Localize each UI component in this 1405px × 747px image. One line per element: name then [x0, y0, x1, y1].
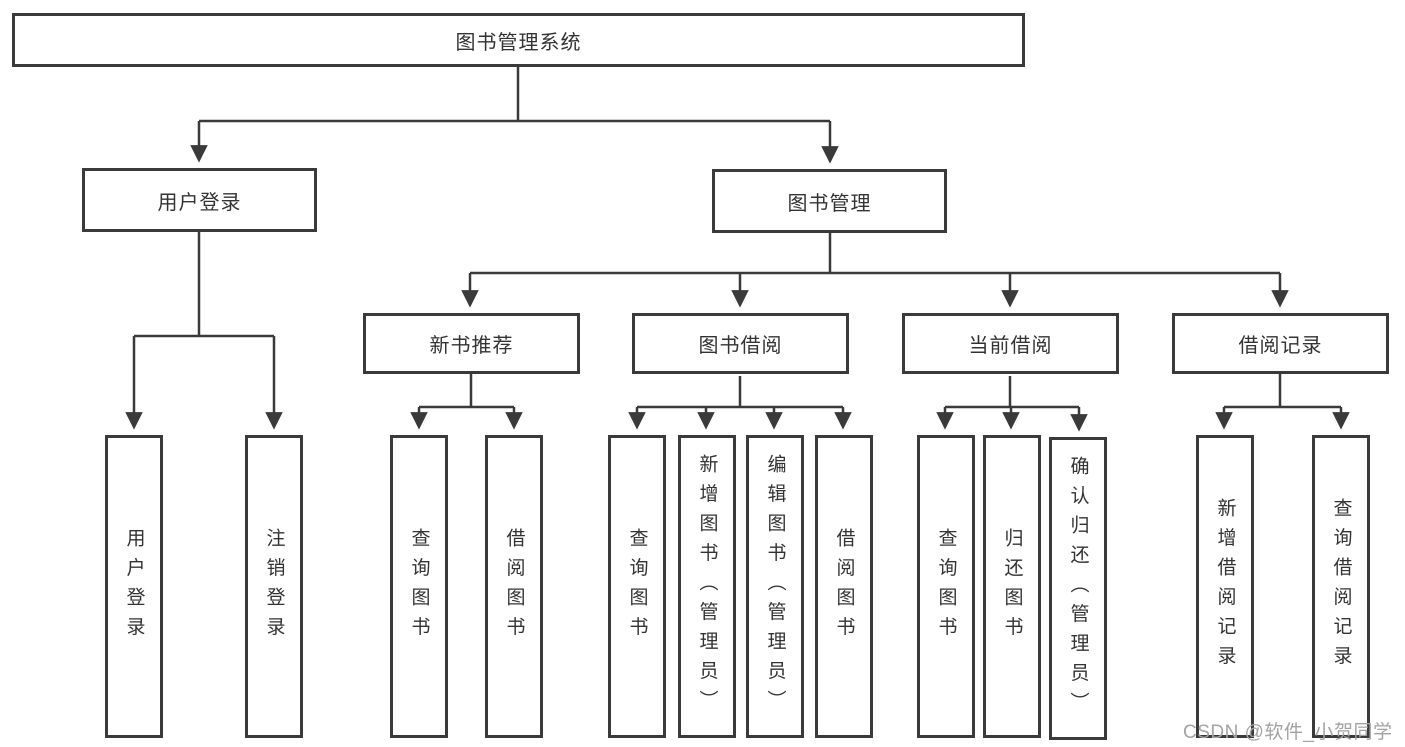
- node-root-label: 图书管理系统: [455, 31, 582, 54]
- csdn-watermark: CSDN @软件_小贺同学: [1183, 722, 1393, 743]
- leaf-nb-borrow-books-label: 借阅图书: [503, 527, 525, 646]
- leaf-cur-confirm-return-label: 确认归还（管理员）: [1067, 455, 1089, 722]
- leaf-nb-query-books-label: 查询图书: [408, 527, 430, 646]
- leaf-cur-confirm-return: 确认归还（管理员）: [1049, 437, 1107, 740]
- leaf-bb-borrow-books: 借阅图书: [815, 435, 873, 738]
- leaf-nb-query-books: 查询图书: [390, 435, 448, 738]
- leaf-cur-query-books-label: 查询图书: [935, 527, 957, 646]
- leaf-bb-add-books-label: 新增图书（管理员）: [696, 453, 718, 720]
- leaf-rec-query-record-label: 查询借阅记录: [1330, 498, 1352, 675]
- leaf-user-login: 用户登录: [105, 435, 163, 738]
- node-root: 图书管理系统: [12, 13, 1025, 67]
- leaf-bb-query-books-label: 查询图书: [626, 527, 648, 646]
- node-new-books-label: 新书推荐: [429, 335, 514, 357]
- leaf-cur-return-books: 归还图书: [983, 435, 1041, 738]
- leaf-logout-label: 注销登录: [263, 527, 285, 646]
- leaf-bb-edit-books: 编辑图书（管理员）: [746, 435, 804, 738]
- node-book-mgmt-label: 图书管理: [787, 192, 872, 215]
- node-borrow-records-label: 借阅记录: [1238, 335, 1323, 357]
- leaf-rec-add-record-label: 新增借阅记录: [1214, 498, 1236, 675]
- leaf-bb-edit-books-label: 编辑图书（管理员）: [764, 453, 786, 720]
- leaf-rec-add-record: 新增借阅记录: [1196, 435, 1254, 738]
- node-book-borrow-label: 图书借阅: [698, 335, 783, 357]
- node-new-books: 新书推荐: [363, 313, 580, 374]
- leaf-user-login-label: 用户登录: [123, 527, 145, 646]
- leaf-bb-query-books: 查询图书: [608, 435, 666, 738]
- node-current-borrow-label: 当前借阅: [968, 335, 1053, 357]
- leaf-bb-borrow-books-label: 借阅图书: [833, 527, 855, 646]
- node-book-mgmt: 图书管理: [712, 169, 947, 233]
- node-current-borrow: 当前借阅: [902, 313, 1119, 374]
- leaf-logout: 注销登录: [245, 435, 303, 738]
- leaf-rec-query-record: 查询借阅记录: [1312, 435, 1370, 738]
- leaf-nb-borrow-books: 借阅图书: [485, 435, 543, 738]
- leaf-cur-query-books: 查询图书: [917, 435, 975, 738]
- leaf-cur-return-books-label: 归还图书: [1001, 527, 1023, 646]
- node-borrow-records: 借阅记录: [1172, 313, 1389, 374]
- node-user-login: 用户登录: [82, 168, 317, 232]
- node-book-borrow: 图书借阅: [632, 313, 849, 374]
- node-user-login-label: 用户登录: [157, 191, 242, 214]
- leaf-bb-add-books: 新增图书（管理员）: [678, 435, 736, 738]
